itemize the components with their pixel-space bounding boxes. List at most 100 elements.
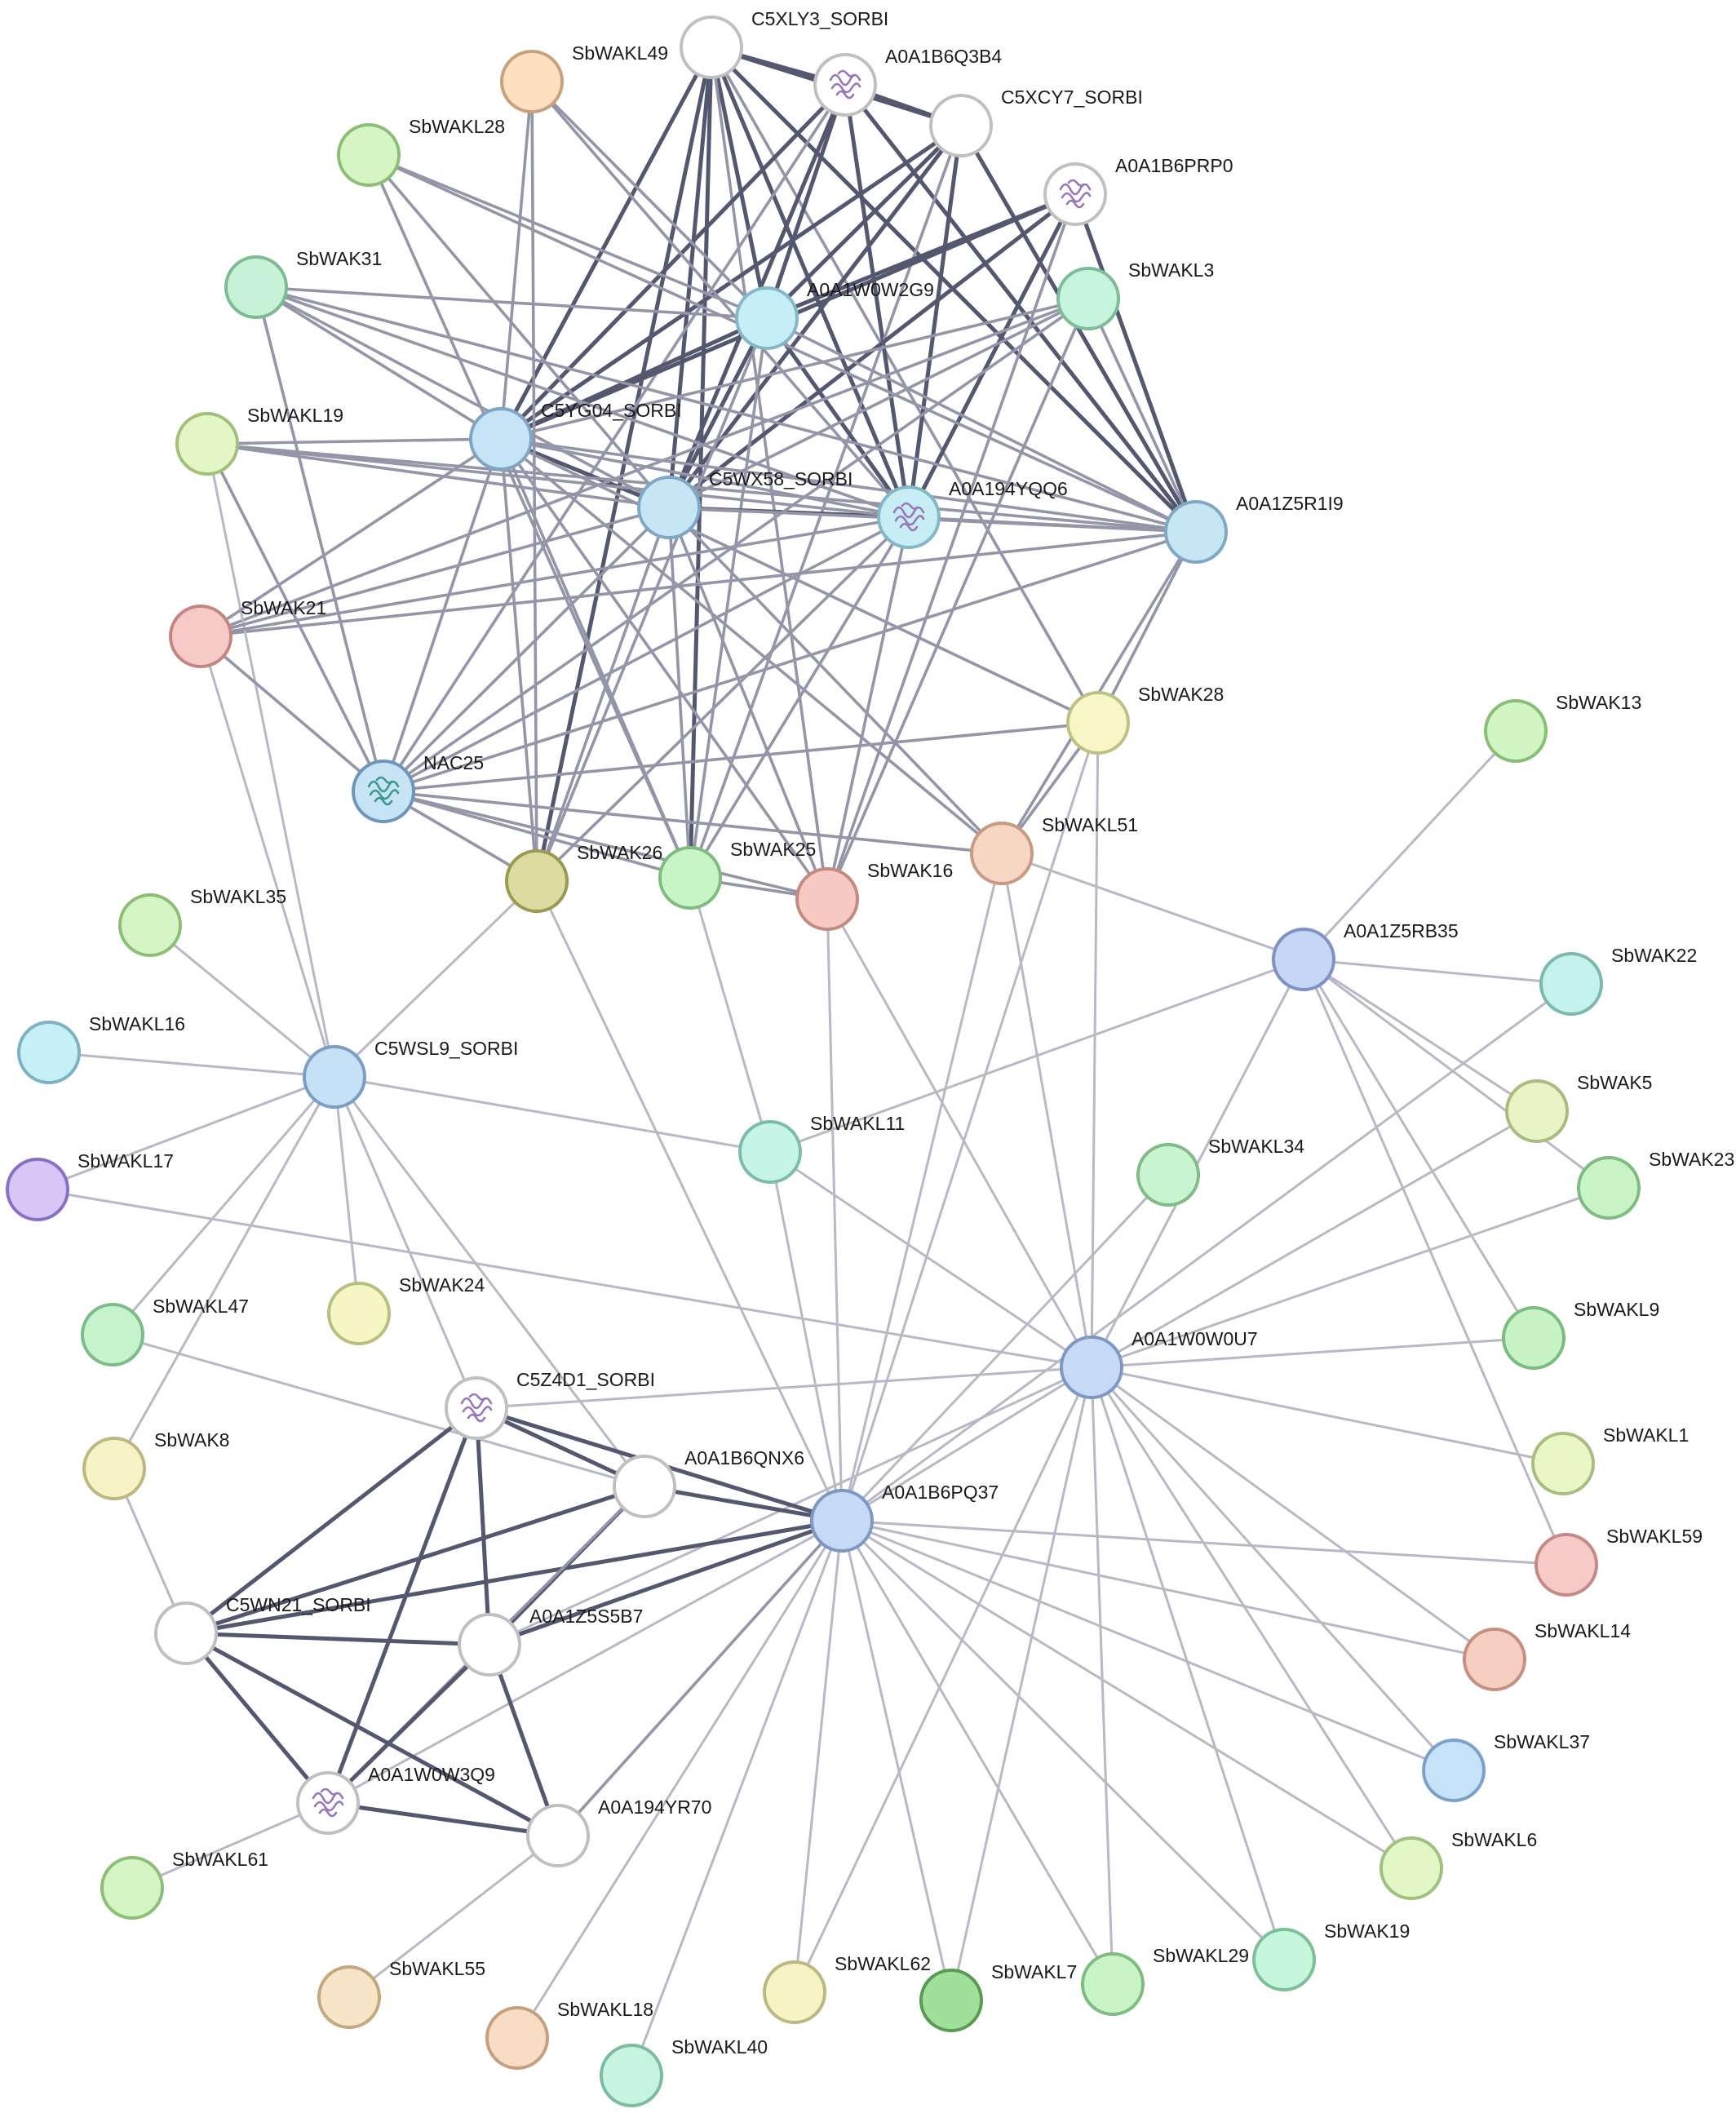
node-sbwakl17[interactable]: SbWAKL17 xyxy=(6,1150,174,1221)
node-a0a1b6prp0[interactable]: A0A1B6PRP0 xyxy=(1043,155,1233,226)
node-c5wn21-sorbi[interactable]: C5WN21_SORBI xyxy=(154,1594,371,1665)
node-circle[interactable] xyxy=(763,1960,826,2024)
node-sbwakl35[interactable]: SbWAKL35 xyxy=(118,886,286,957)
node-sbwakl14[interactable]: SbWAKL14 xyxy=(1463,1620,1631,1691)
node-c5wsl9-sorbi[interactable]: C5WSL9_SORBI xyxy=(303,1038,518,1109)
node-sbwakl16[interactable]: SbWAKL16 xyxy=(17,1013,185,1084)
node-a0a1z5r1i9[interactable]: A0A1Z5R1I9 xyxy=(1164,493,1344,564)
node-circle[interactable] xyxy=(738,1120,802,1184)
node-circle[interactable] xyxy=(658,846,722,910)
node-sbwakl37[interactable]: SbWAKL37 xyxy=(1422,1731,1590,1802)
node-circle[interactable] xyxy=(17,1021,81,1084)
node-sbwakl28[interactable]: SbWAKL28 xyxy=(337,116,505,187)
node-circle[interactable] xyxy=(1060,1336,1123,1399)
node-sbwakl19[interactable]: SbWAKL19 xyxy=(175,405,343,476)
node-circle[interactable] xyxy=(154,1601,218,1665)
node-sbwak21[interactable]: SbWAK21 xyxy=(169,597,326,668)
node-c5wx58-sorbi[interactable]: C5WX58_SORBI xyxy=(637,468,852,539)
node-circle[interactable] xyxy=(1484,699,1548,763)
node-circle[interactable] xyxy=(500,50,564,113)
node-circle[interactable] xyxy=(1505,1079,1569,1143)
node-a0a1z5rb35[interactable]: A0A1Z5RB35 xyxy=(1272,920,1459,991)
node-circle[interactable] xyxy=(317,1965,381,2029)
node-sbwak28[interactable]: SbWAK28 xyxy=(1066,684,1224,755)
node-circle[interactable] xyxy=(795,867,859,931)
node-a0a1w0w0u7[interactable]: A0A1W0W0U7 xyxy=(1060,1328,1258,1399)
node-sbwak25[interactable]: SbWAK25 xyxy=(658,839,816,910)
node-sbwakl11[interactable]: SbWAKL11 xyxy=(738,1113,905,1184)
node-a0a1z5s5b7[interactable]: A0A1Z5S5B7 xyxy=(458,1606,643,1677)
node-circle[interactable] xyxy=(1272,928,1335,991)
node-sbwakl47[interactable]: SbWAKL47 xyxy=(81,1296,249,1367)
node-circle[interactable] xyxy=(1463,1628,1526,1691)
node-circle[interactable] xyxy=(1164,500,1228,564)
node-sbwakl62[interactable]: SbWAKL62 xyxy=(763,1953,931,2024)
node-sbwakl1[interactable]: SbWAKL1 xyxy=(1531,1424,1689,1495)
node-circle[interactable] xyxy=(81,1303,144,1367)
node-circle[interactable] xyxy=(169,605,232,668)
node-sbwakl9[interactable]: SbWAKL9 xyxy=(1502,1299,1659,1370)
node-circle[interactable] xyxy=(224,255,288,319)
node-nac25[interactable]: NAC25 xyxy=(352,752,484,823)
node-a0a194yqq6[interactable]: A0A194YQQ6 xyxy=(877,478,1068,549)
node-a0a1b6pq37[interactable]: A0A1B6PQ37 xyxy=(810,1482,999,1553)
node-circle[interactable] xyxy=(1531,1432,1595,1495)
node-circle[interactable] xyxy=(505,849,569,913)
node-sbwakl3[interactable]: SbWAKL3 xyxy=(1056,259,1214,330)
node-circle[interactable] xyxy=(526,1804,590,1867)
node-circle[interactable] xyxy=(82,1437,146,1500)
node-circle[interactable] xyxy=(1502,1306,1566,1370)
node-circle[interactable] xyxy=(1056,267,1120,330)
node-circle[interactable] xyxy=(1252,1928,1316,1991)
node-circle[interactable] xyxy=(680,16,743,79)
node-circle[interactable] xyxy=(970,822,1034,885)
node-circle[interactable] xyxy=(100,1856,164,1920)
node-sbwakl55[interactable]: SbWAKL55 xyxy=(317,1958,485,2029)
node-circle[interactable] xyxy=(327,1282,391,1345)
node-a0a1b6q3b4[interactable]: A0A1B6Q3B4 xyxy=(813,46,1002,117)
node-sbwakl6[interactable]: SbWAKL6 xyxy=(1380,1829,1537,1900)
node-sbwakl7[interactable]: SbWAKL7 xyxy=(919,1961,1077,2032)
node-sbwakl29[interactable]: SbWAKL29 xyxy=(1081,1945,1249,2016)
node-c5xly3-sorbi[interactable]: C5XLY3_SORBI xyxy=(680,8,888,79)
node-sbwakl59[interactable]: SbWAKL59 xyxy=(1534,1526,1703,1597)
node-sbwakl51[interactable]: SbWAKL51 xyxy=(970,814,1138,885)
node-sbwak13[interactable]: SbWAK13 xyxy=(1484,692,1641,763)
node-circle[interactable] xyxy=(458,1613,521,1677)
node-sbwakl61[interactable]: SbWAKL61 xyxy=(100,1849,268,1920)
node-circle[interactable] xyxy=(1136,1143,1200,1207)
node-c5xcy7-sorbi[interactable]: C5XCY7_SORBI xyxy=(929,86,1143,157)
node-a0a1b6qnx6[interactable]: A0A1B6QNX6 xyxy=(613,1447,804,1518)
node-circle[interactable] xyxy=(469,407,533,471)
node-a0a194yr70[interactable]: A0A194YR70 xyxy=(526,1796,711,1867)
node-circle[interactable] xyxy=(118,893,182,957)
node-c5z4d1-sorbi[interactable]: C5Z4D1_SORBI xyxy=(445,1369,655,1440)
node-sbwak31[interactable]: SbWAK31 xyxy=(224,248,382,319)
node-circle[interactable] xyxy=(1066,691,1130,755)
node-sbwak16[interactable]: SbWAK16 xyxy=(795,860,953,931)
node-circle[interactable] xyxy=(613,1455,676,1518)
node-circle[interactable] xyxy=(735,286,799,350)
node-circle[interactable] xyxy=(600,2044,663,2107)
node-circle[interactable] xyxy=(810,1489,874,1553)
node-sbwak26[interactable]: SbWAK26 xyxy=(505,842,662,913)
node-c5yg04-sorbi[interactable]: C5YG04_SORBI xyxy=(469,400,682,471)
node-circle[interactable] xyxy=(303,1045,366,1109)
node-circle[interactable] xyxy=(485,2006,549,2070)
node-circle[interactable] xyxy=(1081,1952,1145,2016)
node-circle[interactable] xyxy=(1422,1739,1486,1802)
node-sbwak22[interactable]: SbWAK22 xyxy=(1539,945,1697,1016)
node-circle[interactable] xyxy=(1534,1533,1598,1597)
node-sbwakl18[interactable]: SbWAKL18 xyxy=(485,1999,653,2070)
node-circle[interactable] xyxy=(637,476,701,539)
node-circle[interactable] xyxy=(1380,1836,1443,1900)
node-sbwak8[interactable]: SbWAK8 xyxy=(82,1429,229,1500)
node-circle[interactable] xyxy=(175,412,239,476)
node-sbwakl40[interactable]: SbWAKL40 xyxy=(600,2036,768,2107)
node-a0a1w0w2g9[interactable]: A0A1W0W2G9 xyxy=(735,279,934,350)
node-circle[interactable] xyxy=(1577,1156,1641,1220)
node-circle[interactable] xyxy=(337,123,401,187)
node-circle[interactable] xyxy=(1539,952,1603,1016)
node-a0a1w0w3q9[interactable]: A0A1W0W3Q9 xyxy=(296,1764,495,1835)
node-sbwak19[interactable]: SbWAK19 xyxy=(1252,1920,1410,1991)
